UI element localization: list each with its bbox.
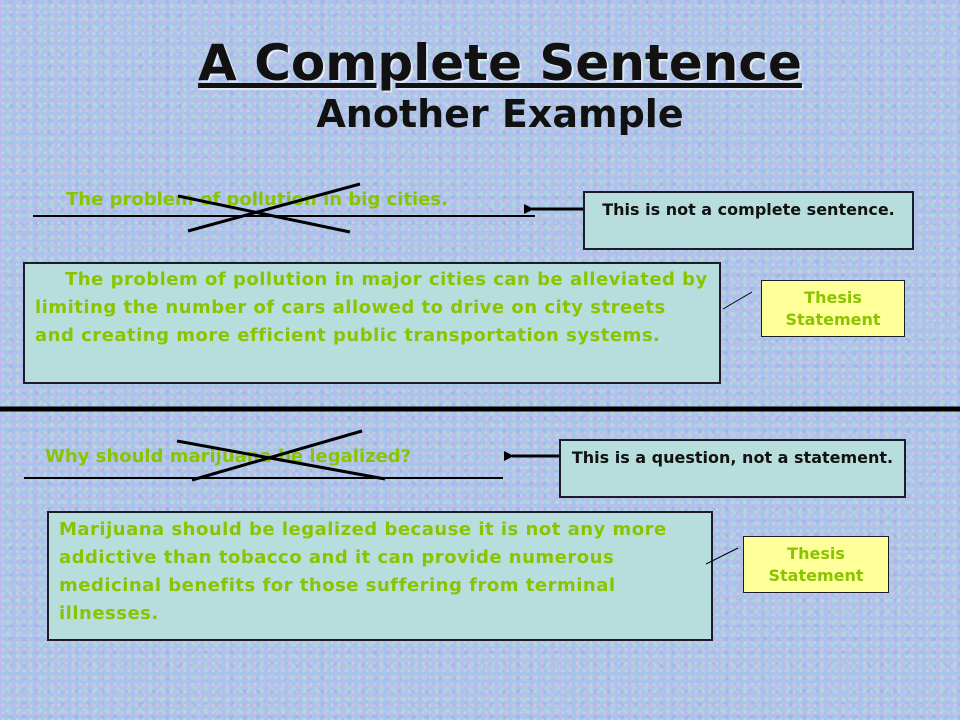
cross-out-1b [187, 182, 361, 233]
slide-title: A Complete Sentence [198, 34, 802, 92]
cross-out-2b [191, 429, 363, 482]
thesis-label-1: Thesis Statement [761, 280, 905, 337]
connector-2 [705, 547, 739, 565]
connector-1 [722, 291, 753, 310]
slide-subtitle: Another Example [316, 92, 684, 136]
thesis-paragraph-2: Marijuana should be legalized because it… [47, 511, 713, 641]
cross-out-1a [177, 194, 351, 234]
fragment-sentence-1: The problem of pollution in big cities. [66, 189, 448, 210]
thesis-paragraph-1: The problem of pollution in major cities… [23, 262, 721, 384]
not-complete-note: This is not a complete sentence. [583, 191, 914, 250]
thesis-label-2: Thesis Statement [743, 536, 889, 593]
fragment-sentence-2: Why should marijuana be legalized? [45, 446, 412, 467]
cross-out-2a [176, 439, 386, 481]
question-note: This is a question, not a statement. [559, 439, 906, 498]
